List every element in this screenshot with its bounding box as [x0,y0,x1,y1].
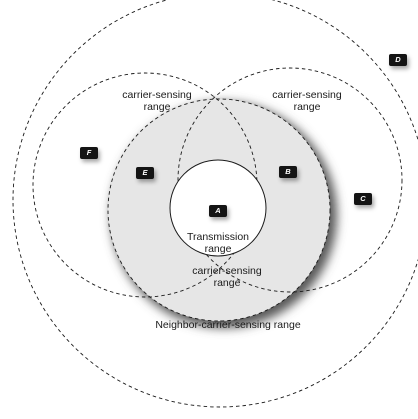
transmission-range-label-line2: range [204,243,232,255]
node-a: A [209,205,227,217]
carrier-sensing-circle-a [107,98,331,322]
carrier-sensing-label-right-line1: carrier-sensing [272,89,342,101]
carrier-sensing-label-left-line2: range [143,101,171,113]
neighbor-carrier-sensing-circle [12,0,418,408]
node-b: B [279,166,297,178]
carrier-sensing-label-left: carrier-sensing range [122,89,191,113]
carrier-sensing-label-bottom-line2: range [213,277,241,289]
node-e: E [136,167,154,179]
node-f: F [80,147,98,159]
carrier-sensing-label-right-line2: range [293,101,321,113]
neighbor-carrier-sensing-label: Neighbor-carrier-sensing range [155,319,301,331]
carrier-sensing-label-bottom-line1: carrier-sensing [192,265,262,277]
carrier-sensing-label-bottom: carrier-sensing range [192,265,261,289]
transmission-range-label-line1: Transmission [186,231,250,243]
node-c: C [354,193,372,205]
carrier-sensing-circle-right [177,67,403,293]
carrier-sensing-label-left-line1: carrier-sensing [122,89,192,101]
transmission-range-label: Transmission range [187,231,249,255]
node-d: D [389,54,407,66]
carrier-sensing-label-right: carrier-sensing range [272,89,341,113]
